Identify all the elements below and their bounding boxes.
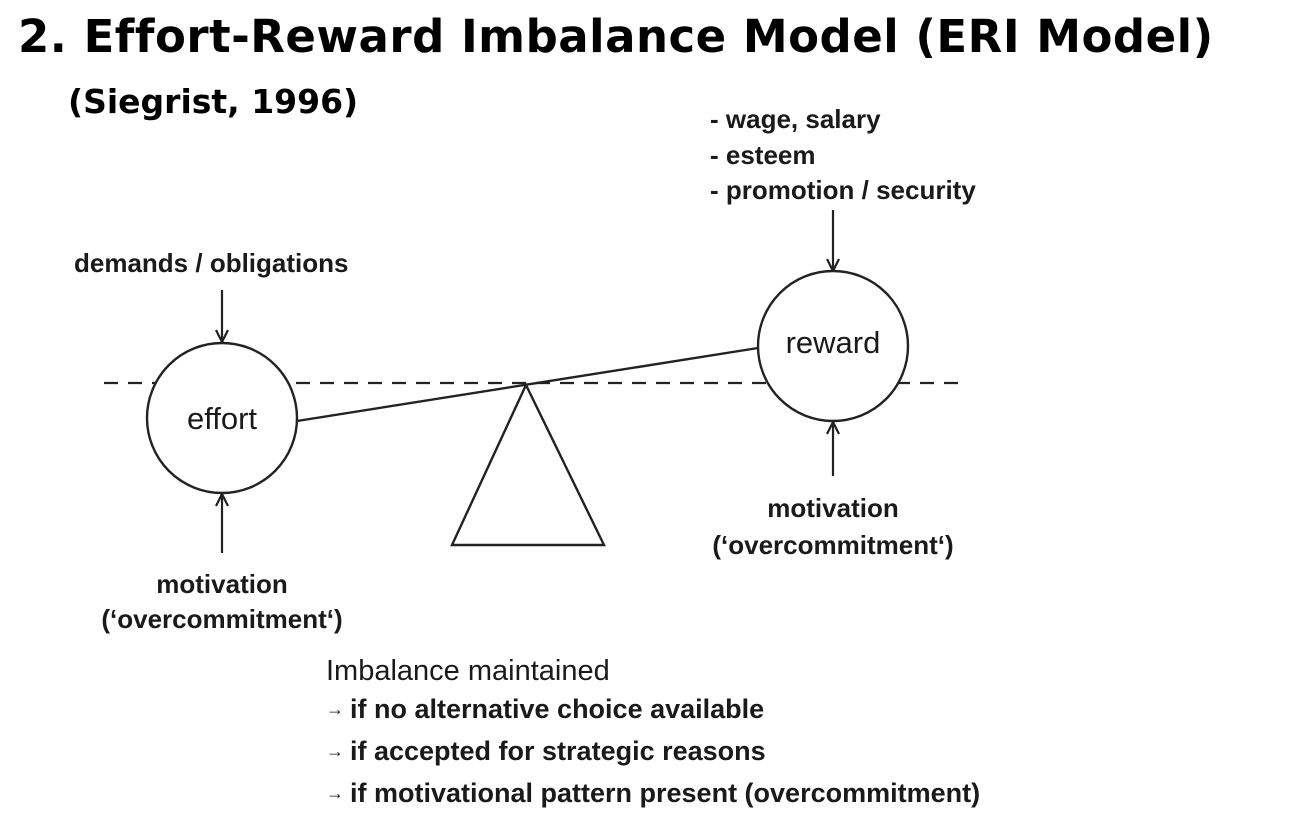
seesaw-beam: [296, 346, 759, 423]
effort-motivation-arrowhead: [215, 491, 229, 507]
reward-input-promotion: - promotion / security: [710, 175, 976, 205]
imbalance-item: → if accepted for strategic reasons: [326, 732, 980, 774]
right-arrow-icon: →: [326, 783, 344, 803]
page-title: 2. Effort-Reward Imbalance Model (ERI Mo…: [18, 10, 1214, 63]
reward-motivation-arrowhead: [826, 419, 840, 435]
imbalance-heading: Imbalance maintained: [326, 655, 610, 687]
reward-motivation-overcommitment: (‘overcommitment‘): [712, 530, 953, 560]
imbalance-item-text: if motivational pattern present (overcom…: [350, 778, 981, 808]
reward-motivation-label: motivation: [767, 493, 898, 523]
reward-input-wage: - wage, salary: [710, 104, 881, 134]
right-arrow-icon: →: [326, 741, 344, 761]
imbalance-item: → if no alternative choice available: [326, 690, 980, 732]
effort-motivation-label: motivation: [156, 569, 287, 599]
fulcrum-triangle: [450, 382, 606, 547]
reward-input-esteem: - esteem: [710, 140, 816, 170]
effort-input-label: demands / obligations: [74, 248, 348, 278]
right-arrow-icon: →: [326, 699, 344, 719]
effort-motivation-overcommitment: (‘overcommitment‘): [101, 604, 342, 634]
effort-label: effort: [187, 401, 257, 436]
imbalance-item-text: if no alternative choice available: [350, 694, 765, 724]
imbalance-item: → if motivational pattern present (overco…: [326, 774, 980, 816]
imbalance-notes: Imbalance maintained → if no alternative …: [326, 652, 980, 816]
page-subtitle: (Siegrist, 1996): [68, 82, 359, 121]
imbalance-item-text: if accepted for strategic reasons: [350, 736, 766, 766]
reward-label: reward: [786, 325, 881, 360]
